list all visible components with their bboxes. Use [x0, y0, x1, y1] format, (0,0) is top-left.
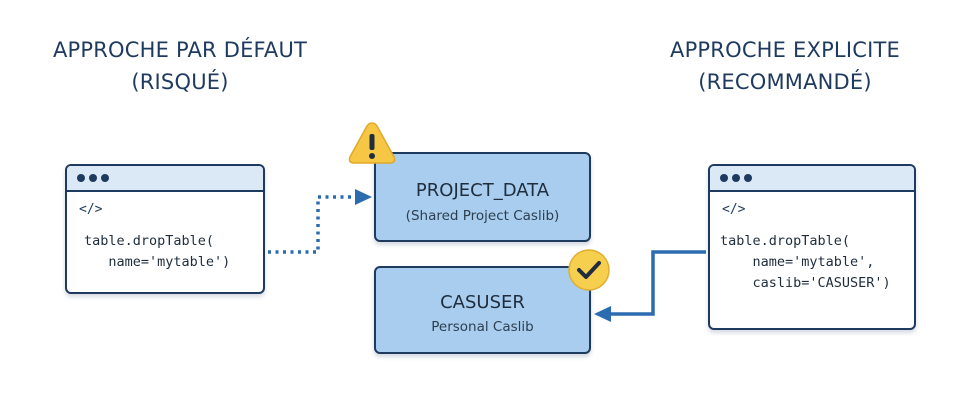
window-dot-icon: [77, 174, 85, 182]
explicit-approach-heading-line1: APPROCHE EXPLICITE: [670, 38, 900, 62]
default-approach-heading-line1: APPROCHE PAR DÉFAUT: [52, 38, 308, 62]
casuser-caslib-box: CASUSER Personal Caslib: [374, 266, 591, 354]
code-line: table.dropTable(: [84, 233, 215, 249]
casuser-title: CASUSER: [440, 292, 525, 313]
default-approach-heading-line2: (RISQUÉ): [131, 70, 229, 94]
code-tag-icon: </>: [79, 202, 103, 217]
code-window-titlebar: [710, 166, 914, 192]
code-line: name='mytable'): [84, 254, 231, 270]
default-code-window: </> table.dropTable( name='mytable'): [65, 164, 265, 294]
project-data-subtitle: (Shared Project Caslib): [405, 208, 560, 224]
window-dot-icon: [720, 174, 728, 182]
dotted-arrowhead: [355, 189, 372, 205]
code-line: caslib='CASUSER'): [720, 275, 891, 291]
explicit-approach-heading: APPROCHE EXPLICITE (RECOMMANDÉ): [630, 34, 940, 98]
dotted-arrow-to-project-data: [268, 195, 357, 254]
solid-arrow-to-casuser: [610, 250, 706, 316]
explicit-approach-heading-line2: (RECOMMANDÉ): [698, 70, 872, 94]
code-window-titlebar: [67, 166, 263, 192]
project-data-title: PROJECT_DATA: [415, 180, 550, 201]
default-approach-heading: APPROCHE PAR DÉFAUT (RISQUÉ): [20, 34, 340, 98]
window-dot-icon: [89, 174, 97, 182]
checkmark-icon: [568, 249, 610, 291]
code-tag-icon: </>: [722, 202, 746, 217]
window-dot-icon: [101, 174, 109, 182]
solid-arrowhead: [594, 306, 611, 322]
project-data-caslib-box: PROJECT_DATA (Shared Project Caslib): [374, 152, 591, 242]
code-line: name='mytable',: [720, 254, 875, 270]
warning-icon: [348, 122, 396, 164]
window-dot-icon: [744, 174, 752, 182]
casuser-subtitle: Personal Caslib: [431, 319, 534, 335]
code-line: table.dropTable(: [720, 233, 851, 249]
window-dot-icon: [732, 174, 740, 182]
explicit-code-window: </> table.dropTable( name='mytable', cas…: [708, 164, 916, 330]
